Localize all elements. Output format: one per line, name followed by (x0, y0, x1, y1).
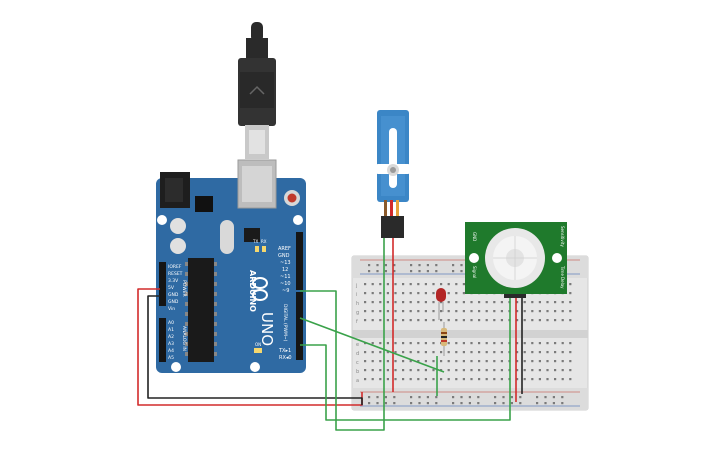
wire-servo-gnd[interactable] (300, 238, 385, 431)
label-a2: A2 (168, 334, 174, 340)
label-vin: Vin (168, 306, 175, 312)
label-gnd1: GND (168, 292, 179, 298)
wire-pin9-green[interactable] (299, 317, 445, 373)
arduino-model: UNO (258, 312, 276, 346)
label-a1: A1 (168, 327, 174, 333)
label-d12: 12 (282, 267, 288, 273)
label-reset: RESET (168, 271, 183, 277)
label-analog-in: ANALOG IN (181, 326, 187, 351)
arduino-brand: ARDUINO (248, 270, 257, 312)
label-a0: A0 (168, 320, 174, 326)
bb-row-d: d (356, 351, 359, 357)
bb-row-h: h (356, 301, 359, 307)
label-rx: RX◂0 (279, 355, 292, 361)
bb-row-b: b (356, 369, 359, 375)
bb-row-a: a (356, 378, 359, 384)
pir-label-time-delay: Time Delay (560, 265, 565, 289)
bb-row-j: j (355, 283, 357, 289)
bb-row-g: g (356, 310, 359, 316)
red-led[interactable] (436, 288, 446, 320)
label-aref: AREF (278, 246, 291, 252)
wire-pin3-green[interactable] (300, 298, 511, 421)
label-tx-led: TX (252, 239, 258, 244)
label-3v3: 3.3V (168, 278, 179, 284)
pir-label-sensitivity: Sensitivity (560, 226, 565, 247)
label-d10: ~10 (280, 281, 291, 287)
label-a5: A5 (168, 355, 174, 361)
bb-row-f: f (356, 319, 358, 325)
label-rx-led: RX (261, 239, 267, 244)
pir-lens-grid (493, 236, 537, 280)
label-gnd2: GND (168, 299, 179, 305)
label-d9: ~9 (282, 288, 289, 294)
label-d13: ~13 (280, 260, 291, 266)
pir-motion-sensor[interactable]: GND Signal Sensitivity Time Delay (465, 222, 567, 298)
usb-cable (238, 22, 276, 159)
label-digital: DIGITAL (PWM~) (282, 304, 288, 342)
bb-row-i: i (356, 292, 357, 298)
bb-row-e: e (356, 342, 359, 348)
resistor[interactable] (441, 322, 447, 356)
wire-gnd-black[interactable] (147, 295, 363, 405)
label-5v: 5V (168, 285, 175, 291)
label-tx: TX▸1 (278, 348, 291, 354)
pir-label-gnd: GND (472, 232, 477, 241)
arduino-uno-board[interactable]: ARDUINO UNO AREF GND ~13 12 ~11 ~10 ~9 T… (156, 159, 306, 373)
pir-label-signal: Signal (472, 266, 477, 278)
label-gnd: GND (278, 253, 290, 259)
label-d11: ~11 (280, 274, 291, 280)
arduino-logo (252, 277, 268, 301)
label-a4: A4 (168, 348, 174, 354)
label-ioref: IOREF (168, 264, 182, 270)
label-power: POWER (181, 280, 187, 297)
micro-servo[interactable] (373, 110, 413, 238)
bb-row-c: c (356, 360, 359, 366)
label-on-led: ON (255, 342, 261, 347)
label-a3: A3 (168, 341, 174, 347)
